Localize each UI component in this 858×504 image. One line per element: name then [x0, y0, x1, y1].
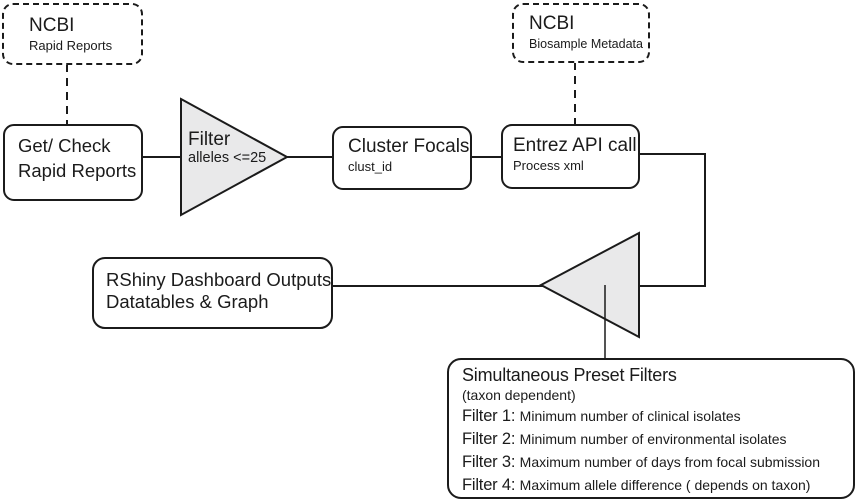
- connector-entrez-to-preset-triangle: [638, 153, 706, 287]
- cluster-focals-subtitle: clust_id: [348, 159, 393, 174]
- filter-4-desc: Maximum allele difference ( depends on t…: [519, 477, 811, 493]
- ncbi-rapid-title: NCBI: [29, 15, 75, 36]
- ncbi-biosample-title: NCBI: [529, 13, 575, 34]
- entrez-title: Entrez API call: [513, 135, 637, 156]
- entrez-subtitle: Process xml: [513, 158, 584, 173]
- filter-subtitle: alleles <=25: [188, 150, 267, 166]
- rshiny-line1: RShiny Dashboard Outputs: [106, 269, 332, 290]
- ncbi-biosample-subtitle: Biosample Metadata: [529, 37, 643, 51]
- filter-1-row: Filter 1: Minimum number of clinical iso…: [462, 405, 853, 428]
- preset-filter-triangle-shape: [538, 231, 640, 339]
- ncbi-biosample-metadata-source: NCBI Biosample Metadata: [512, 3, 650, 63]
- preset-filters-title: Simultaneous Preset Filters: [462, 365, 677, 385]
- filter-1-label: Filter 1:: [462, 407, 516, 425]
- rshiny-line2: Datatables & Graph: [106, 291, 269, 312]
- filter-triangle-label: Filter alleles <=25: [188, 129, 292, 167]
- filter-4-row: Filter 4: Maximum allele difference ( de…: [462, 474, 853, 497]
- simultaneous-preset-filters-box: Simultaneous Preset Filters (taxon depen…: [447, 358, 855, 499]
- filter-2-desc: Minimum number of environmental isolates: [519, 431, 787, 447]
- rshiny-dashboard-outputs-step: RShiny Dashboard Outputs Datatables & Gr…: [92, 257, 333, 329]
- filter-triangle-shape: [180, 97, 290, 217]
- filter-title: Filter: [188, 129, 231, 150]
- get-check-rapid-reports-step: Get/ Check Rapid Reports: [3, 124, 143, 201]
- ncbi-rapid-subtitle: Rapid Reports: [29, 38, 113, 53]
- ncbi-rapid-reports-source: NCBI Rapid Reports: [2, 3, 143, 65]
- get-check-line2: Rapid Reports: [18, 160, 137, 181]
- filter-3-label: Filter 3:: [462, 453, 516, 471]
- entrez-api-call-step: Entrez API call Process xml: [501, 124, 640, 189]
- cluster-focals-step: Cluster Focals clust_id: [332, 126, 472, 190]
- get-check-line1: Get/ Check: [18, 135, 111, 156]
- preset-filters-subtitle: (taxon dependent): [462, 387, 576, 403]
- cluster-focals-title: Cluster Focals: [348, 136, 470, 157]
- filter-1-desc: Minimum number of clinical isolates: [519, 408, 741, 424]
- filter-3-desc: Maximum number of days from focal submis…: [519, 454, 820, 470]
- filter-2-label: Filter 2:: [462, 430, 516, 448]
- filter-2-row: Filter 2: Minimum number of environmenta…: [462, 428, 853, 451]
- filter-4-label: Filter 4:: [462, 476, 516, 494]
- filter-3-row: Filter 3: Maximum number of days from fo…: [462, 451, 853, 474]
